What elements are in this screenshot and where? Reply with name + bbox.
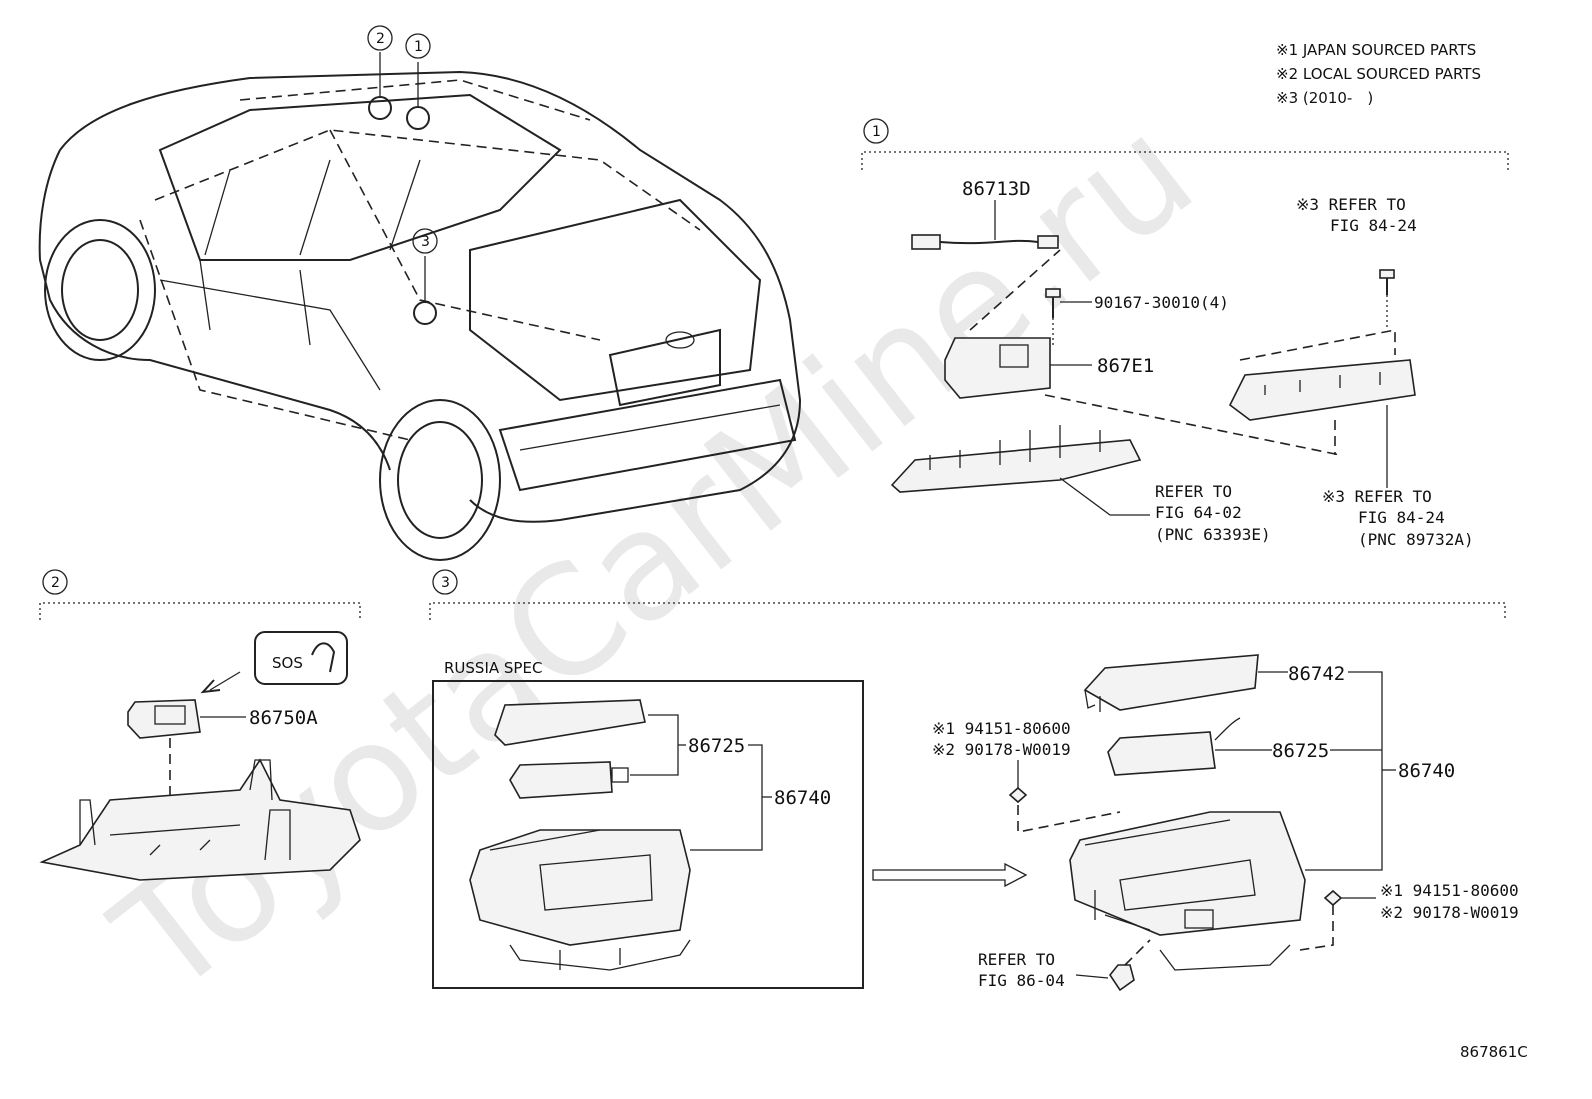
section-3-header: 3 — [429, 569, 1506, 620]
nut-right-line2: ※2 90178-W0019 — [1380, 903, 1519, 922]
ref-64-02-line1: REFER TO — [1155, 482, 1232, 501]
sos-label: SOS — [272, 654, 303, 672]
svg-text:2: 2 — [51, 575, 60, 591]
label-867E1: 867E1 — [1097, 355, 1154, 377]
bracket-89732A — [1228, 269, 1416, 488]
sos-button-icon: SOS — [200, 631, 348, 694]
svg-text:3: 3 — [441, 575, 450, 591]
label-86742: 86742 — [1288, 663, 1345, 685]
note-3: ※3 (2010- ) — [1276, 89, 1373, 107]
diagram-id: 867861C — [1460, 1043, 1528, 1061]
roof-trim-panel — [890, 425, 1150, 516]
svg-text:1: 1 — [872, 124, 881, 140]
sos-switch-86750A — [127, 699, 246, 800]
label-86740-russia: 86740 — [774, 787, 831, 809]
mount-point-3 — [413, 301, 437, 325]
section-2-header: 2 — [39, 569, 361, 620]
callout-car-1: 1 — [405, 33, 431, 59]
module-867E1 — [944, 249, 1341, 456]
label-86740: 86740 — [1398, 760, 1455, 782]
russia-parts — [469, 699, 772, 971]
nut-right-line1: ※1 94151-80600 — [1380, 881, 1519, 900]
car-illustration — [38, 52, 802, 561]
ref-86-04-line2: FIG 86-04 — [978, 971, 1065, 990]
nut-top-line2: ※2 90178-W0019 — [932, 740, 1071, 759]
ref-64-02-line2: FIG 64-02 — [1155, 503, 1242, 522]
label-86750A: 86750A — [249, 707, 318, 729]
ref-64-02-line3: (PNC 63393E) — [1155, 525, 1271, 544]
svg-text:2: 2 — [376, 31, 385, 47]
harness-86713D — [911, 200, 1059, 250]
ref-86-04-line1: REFER TO — [978, 950, 1055, 969]
ref-84-24-top-line2: FIG 84-24 — [1330, 216, 1417, 235]
console-housing — [39, 758, 361, 881]
label-86725-russia: 86725 — [688, 735, 745, 757]
svg-text:3: 3 — [421, 234, 430, 250]
callout-car-2: 2 — [367, 25, 393, 51]
callout-car-3: 3 — [412, 228, 438, 254]
ref-84-24-bottom-line1: ※3 REFER TO — [1322, 487, 1432, 506]
right-assembly — [1008, 654, 1396, 992]
ref-84-24-bottom-line3: (PNC 89732A) — [1358, 530, 1474, 549]
screw-90167 — [1045, 288, 1092, 345]
section-1-header: 1 — [861, 118, 1509, 170]
russia-spec-label: RUSSIA SPEC — [444, 659, 542, 677]
label-86725: 86725 — [1272, 740, 1329, 762]
nut-top-line1: ※1 94151-80600 — [932, 719, 1071, 738]
svg-text:1: 1 — [414, 39, 423, 55]
arrow-right-icon — [872, 862, 1028, 888]
note-2: ※2 LOCAL SOURCED PARTS — [1276, 65, 1481, 83]
label-86713D: 86713D — [962, 178, 1031, 200]
label-90167-30010: 90167-30010(4) — [1094, 293, 1229, 312]
russia-spec-box — [432, 680, 864, 989]
ref-84-24-bottom-line2: FIG 84-24 — [1358, 508, 1445, 527]
mount-point-1 — [406, 106, 430, 130]
ref-84-24-top-line1: ※3 REFER TO — [1296, 195, 1406, 214]
note-1: ※1 JAPAN SOURCED PARTS — [1276, 41, 1476, 59]
